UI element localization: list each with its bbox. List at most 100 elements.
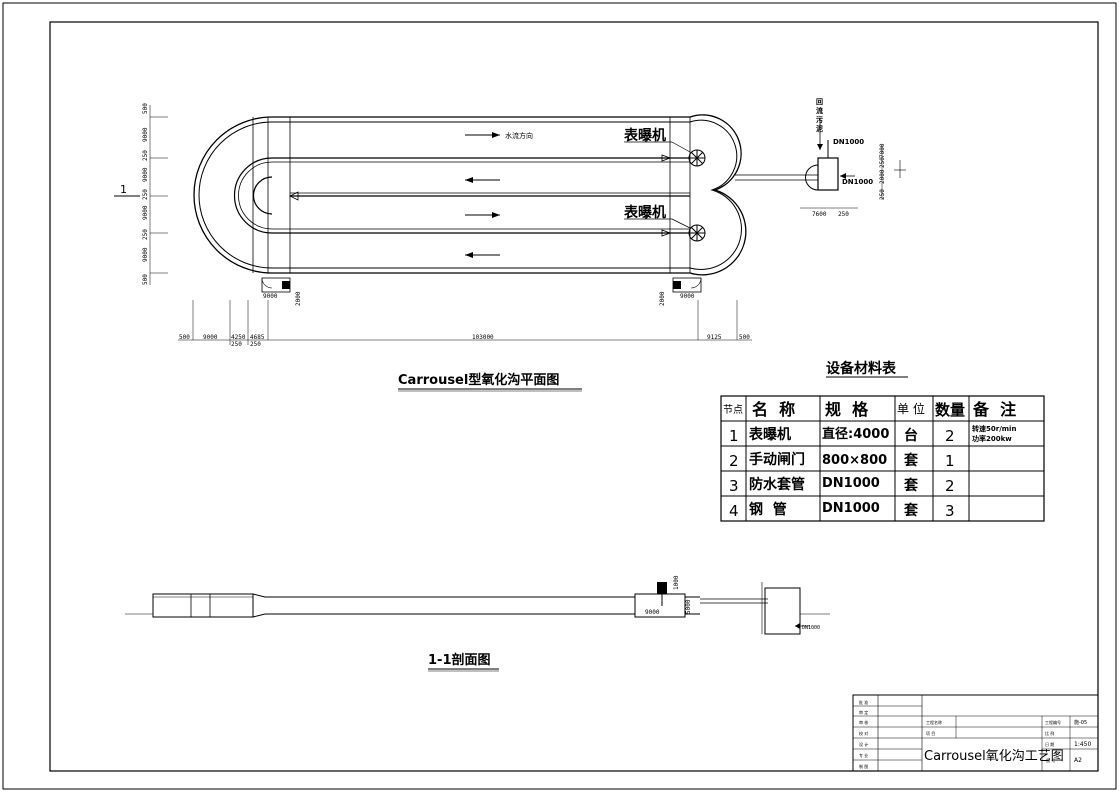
tb-label-approve: 批 准 [859, 699, 868, 705]
bottom-dim-small-1: 250 [231, 341, 242, 348]
gate-left [261, 277, 291, 293]
tb-label-draw: 制 图 [859, 763, 868, 769]
bottom-dimensions: 500 9000 4250 4685 103000 9125 500 250 2… [178, 300, 752, 348]
tb-label-discipline: 专 业 [859, 752, 868, 758]
row1-name: 表曝机 [748, 426, 791, 443]
section-mark: 1 [120, 183, 127, 196]
sludge-label-4: 泥 [816, 124, 823, 133]
left-dim-1: 500 [142, 103, 149, 114]
section-dim-3: 9000 [645, 609, 660, 616]
row4-qty: 3 [945, 502, 955, 520]
inner-border [49, 21, 1099, 772]
sludge-label-3: 污 [816, 115, 823, 124]
tb-drawing-no-label: 工程编号 [1045, 719, 1061, 725]
ditch-outer-wall [193, 114, 747, 276]
table-title: 设备材料表 [826, 360, 897, 377]
pipe-label-side: DN1000 [842, 178, 873, 186]
bottom-dim-4: 4685 [250, 334, 265, 341]
surface-aerator-1 [688, 149, 706, 167]
left-dim-7: 250 [142, 229, 149, 240]
left-dim-2: 9000 [142, 127, 149, 142]
distribution-tank [817, 157, 839, 191]
section-pipe-label: DN1000 [802, 625, 820, 631]
row4-unit: 套 [904, 502, 918, 519]
plan-title: Carrousel型氧化沟平面图 [398, 372, 559, 388]
tank-dim-250: 250 [838, 211, 849, 218]
tb-label-review: 审 核 [859, 719, 868, 725]
tb-label-design: 设 计 [859, 741, 868, 747]
corner-dim-1: 9000 [263, 293, 278, 300]
tank-dim-v3: 250 [879, 157, 886, 168]
bottom-dim-3: 4250 [231, 334, 246, 341]
row2-no: 2 [729, 452, 739, 470]
tb-sheet-label: 图 号 [1046, 757, 1055, 763]
gate-right [672, 277, 702, 293]
row4-spec: DN1000 [822, 501, 880, 516]
left-dim-9: 500 [142, 274, 149, 285]
row2-unit: 套 [904, 452, 918, 469]
tank-dim-v4: 7000 [879, 143, 886, 158]
row1-unit: 台 [904, 427, 918, 444]
flow-arrows [465, 132, 500, 258]
tank-dim-v2: 2000 [879, 169, 886, 184]
header-qty: 数量 [935, 401, 965, 419]
header-name: 名 称 [752, 400, 795, 419]
ditch-middle-loop [233, 157, 690, 234]
row1-note1: 转速50r/min [972, 424, 1016, 433]
header-spec: 规 格 [825, 400, 869, 419]
row3-spec: DN1000 [822, 476, 880, 491]
bottom-dim-small-2: 250 [250, 341, 261, 348]
corner-dim-3: 2000 [659, 291, 666, 306]
left-dim-6: 9000 [142, 205, 149, 220]
row3-name: 防水套管 [749, 476, 805, 493]
header-unit: 单 位 [897, 401, 925, 416]
pipe-label-top: DN1000 [833, 138, 864, 146]
left-dimensions: 500 9000 250 9000 250 9000 250 9000 500 [142, 103, 168, 285]
ditch-channel-wall [198, 119, 743, 271]
table-row: 3 防水套管 DN1000 套 2 [729, 476, 955, 495]
corner-dim-4: 9000 [680, 293, 695, 300]
corner-dim-2: 2000 [295, 291, 302, 306]
row2-qty: 1 [945, 452, 955, 470]
tb-sheet: A2 [1074, 757, 1082, 764]
tb-label-check: 校 对 [859, 730, 868, 736]
aerator-label-1: 表曝机 [623, 127, 666, 144]
row1-note2: 功率200kw [972, 434, 1012, 443]
tb-scale: 1:450 [1074, 741, 1091, 748]
tb-subitem-label: 项 目 [926, 730, 935, 736]
oxidation-ditch-plan: 水流方向 表曝机 表曝机 回 流 污 泥 DN1000 D [114, 97, 906, 392]
section-title: 1-1剖面图 [428, 652, 491, 668]
row3-qty: 2 [945, 477, 955, 495]
sludge-label-2: 流 [816, 106, 823, 115]
row4-no: 4 [729, 502, 739, 520]
tb-project-label: 工程名称 [926, 719, 942, 725]
left-dim-5: 250 [142, 189, 149, 200]
header-note: 备 注 [972, 400, 1016, 419]
section-dim-2: 5000 [685, 599, 692, 614]
left-dim-8: 9000 [142, 247, 149, 262]
title-block: 批 准 审 定 审 核 校 对 设 计 专 业 制 图 工程名称 项 目 工程编… [852, 694, 1099, 772]
ditch-middle-loop-inner [238, 161, 690, 230]
surface-aerator-2 [688, 224, 706, 242]
equipment-table: 设备材料表 节点 名 称 规 格 单 位 数量 备 注 1 表曝机 直径:400… [720, 360, 1045, 522]
section-aerator [650, 582, 674, 606]
left-dim-4: 9000 [142, 167, 149, 182]
row1-spec: 直径:4000 [822, 426, 889, 442]
tank-dim-7600: 7600 [812, 211, 827, 218]
row2-name: 手动闸门 [749, 451, 805, 468]
tb-drawing-title: Carrousel氧化沟工艺图 [924, 749, 1064, 764]
sludge-label-1: 回 [816, 97, 823, 106]
row1-qty: 2 [945, 427, 955, 445]
header-node: 节点 [723, 404, 743, 416]
tb-date-label: 日 期 [1045, 741, 1054, 747]
table-row: 2 手动闸门 800×800 套 1 [729, 451, 955, 470]
table-row: 1 表曝机 直径:4000 台 2 转速50r/min 功率200kw [729, 424, 1016, 445]
bottom-dim-5: 103000 [472, 334, 494, 341]
tb-label-verify: 审 定 [859, 709, 868, 715]
flow-direction-label: 水流方向 [505, 131, 533, 140]
bottom-dim-7: 500 [739, 334, 750, 341]
section-dim-1: 1000 [673, 575, 680, 590]
inflow-wedge [289, 191, 299, 201]
aerator-label-2: 表曝机 [623, 204, 666, 221]
